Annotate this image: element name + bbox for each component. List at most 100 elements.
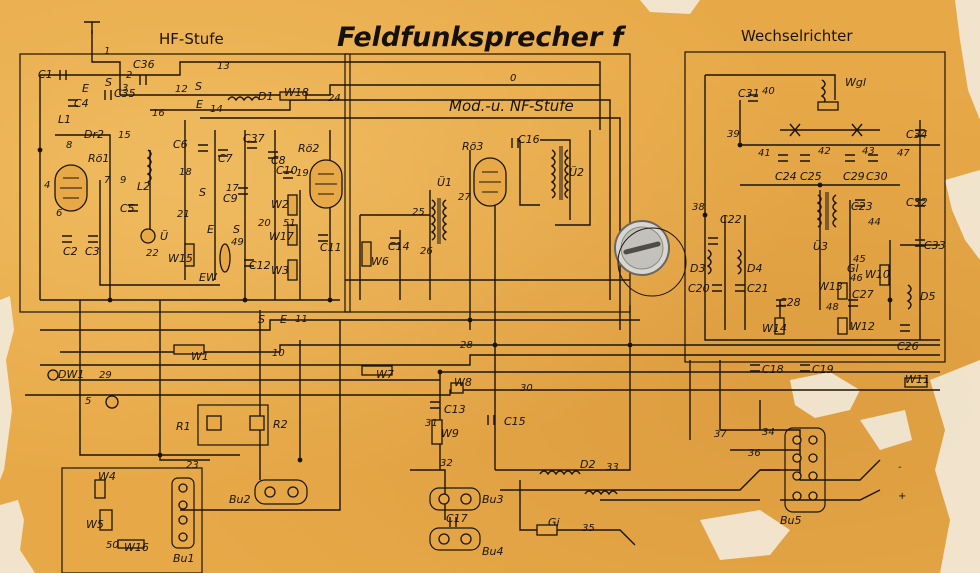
connector-bu4-label: Bu4 [482, 545, 504, 558]
cap-c37-label: C37 [243, 132, 265, 145]
relays [197, 404, 269, 446]
svg-text:36: 36 [748, 448, 761, 459]
tube-ro3-label: Rö3 [462, 140, 483, 153]
svg-text:26: 26 [420, 246, 433, 257]
resistor-w18-label: W18 [284, 86, 309, 99]
choke-d3-label: D3 [690, 262, 705, 275]
svg-text:29: 29 [99, 370, 112, 381]
cap-c17-label: C17 [446, 512, 468, 525]
svg-text:15: 15 [118, 130, 131, 141]
tube-ro1-label: Rö1 [88, 152, 109, 165]
svg-text:39: 39 [727, 129, 740, 140]
switch-dw1-label: DW1 [58, 368, 84, 381]
connector-bu2-label: Bu2 [229, 493, 251, 506]
svg-text:45: 45 [853, 254, 866, 265]
svg-text:50: 50 [106, 540, 119, 551]
resistor-w9-label: W9 [441, 427, 459, 440]
resistor-w7-label: W7 [376, 368, 394, 381]
cap-c26-label: C26 [897, 340, 919, 353]
cap-c18-label: C18 [762, 363, 784, 376]
svg-text:22: 22 [146, 248, 159, 259]
junction-dots [37, 142, 893, 463]
cap-c4-label: C4 [74, 97, 89, 110]
svg-text:E: E [196, 98, 203, 111]
cap-c32-label: C32 [906, 196, 928, 209]
svg-text:20: 20 [258, 218, 271, 229]
svg-text:37: 37 [714, 429, 727, 440]
cap-c3-label: C3 [85, 245, 100, 258]
svg-text:19: 19 [296, 168, 309, 179]
svg-text:31: 31 [425, 418, 438, 429]
antenna-icon [84, 21, 100, 34]
svg-text:2: 2 [126, 70, 132, 81]
svg-text:41: 41 [758, 148, 771, 159]
cap-c8-label: C8 [271, 154, 286, 167]
choke-d3 [706, 249, 712, 275]
svg-text:13: 13 [217, 61, 230, 72]
inverter-wgl [780, 79, 880, 137]
choke-d2-label: D2 [580, 458, 595, 471]
choke-dr2-label: Dr2 [84, 128, 104, 141]
svg-text:44: 44 [868, 217, 881, 228]
connector-bu3-label: Bu3 [482, 493, 504, 506]
inverter-wgl-label: Wgl [845, 76, 866, 89]
relay-r1-label: R1 [176, 420, 191, 433]
svg-text:43: 43 [862, 146, 875, 157]
resistor-w6-label: W6 [371, 255, 389, 268]
connector-bu4 [429, 527, 481, 551]
connector-bu3 [429, 487, 481, 511]
cap-c31-label: C31 [738, 87, 760, 100]
svg-text:E: E [82, 82, 89, 95]
svg-text:E: E [207, 223, 214, 236]
cap-c22-label: C22 [720, 213, 742, 226]
svg-text:42: 42 [818, 146, 831, 157]
coil-l1-label: L1 [58, 113, 71, 126]
cap-c15-label: C15 [504, 415, 526, 428]
cap-c28-label: C28 [779, 296, 801, 309]
connector-bu5-label: Bu5 [780, 514, 802, 527]
svg-text:4: 4 [44, 180, 50, 191]
cap-c19-label: C19 [812, 363, 834, 376]
cap-c36-label: C36 [133, 58, 155, 71]
resistor-w15-label: W15 [168, 252, 193, 265]
cap-c29-label: C29 [843, 170, 865, 183]
cap-c25-label: C25 [800, 170, 822, 183]
section-hf-label: HF-Stufe [159, 30, 224, 48]
cap-c30-label: C30 [866, 170, 888, 183]
lamp-gl-label: Gl [847, 262, 859, 275]
svg-text:47: 47 [897, 148, 910, 159]
svg-text:10: 10 [272, 348, 285, 359]
resistor-w17-label: W17 [269, 230, 294, 243]
resistors [94, 91, 928, 549]
section-mod-label: Mod.-u. NF-Stufe [449, 97, 574, 115]
choke-d4-label: D4 [747, 262, 762, 275]
svg-text:-: - [898, 462, 902, 473]
choke-d1-label: D1 [258, 90, 273, 103]
choke-d1 [227, 96, 261, 102]
cap-c11-label: C11 [320, 241, 342, 254]
svg-text:51: 51 [283, 218, 296, 229]
tube-ro3 [473, 157, 507, 207]
cap-c7-label: C7 [218, 152, 233, 165]
cap-c14-label: C14 [388, 240, 410, 253]
svg-text:+: + [898, 491, 906, 502]
svg-text:6: 6 [56, 208, 62, 219]
svg-text:24: 24 [328, 93, 341, 104]
cap-c13-label: C13 [444, 403, 466, 416]
resistor-w1-label: W1 [191, 350, 209, 363]
svg-text:27: 27 [458, 192, 471, 203]
cap-c5-label: C5 [120, 202, 135, 215]
switch-labels: S E S E S E S E S [82, 76, 287, 326]
svg-text:16: 16 [152, 108, 165, 119]
connector-bu1 [171, 477, 195, 549]
cap-c21-label: C21 [747, 282, 769, 295]
svg-text:46: 46 [850, 273, 863, 284]
svg-text:35: 35 [582, 523, 595, 534]
svg-text:9: 9 [120, 175, 126, 186]
coil-l2 [146, 149, 152, 183]
svg-text:21: 21 [177, 209, 190, 220]
wire-numbers: 1 2 3 4 5 6 7 8 9 10 11 12 13 14 15 16 1… [44, 46, 910, 551]
choke-d5 [906, 284, 912, 310]
cap-c6-label: C6 [173, 138, 188, 151]
